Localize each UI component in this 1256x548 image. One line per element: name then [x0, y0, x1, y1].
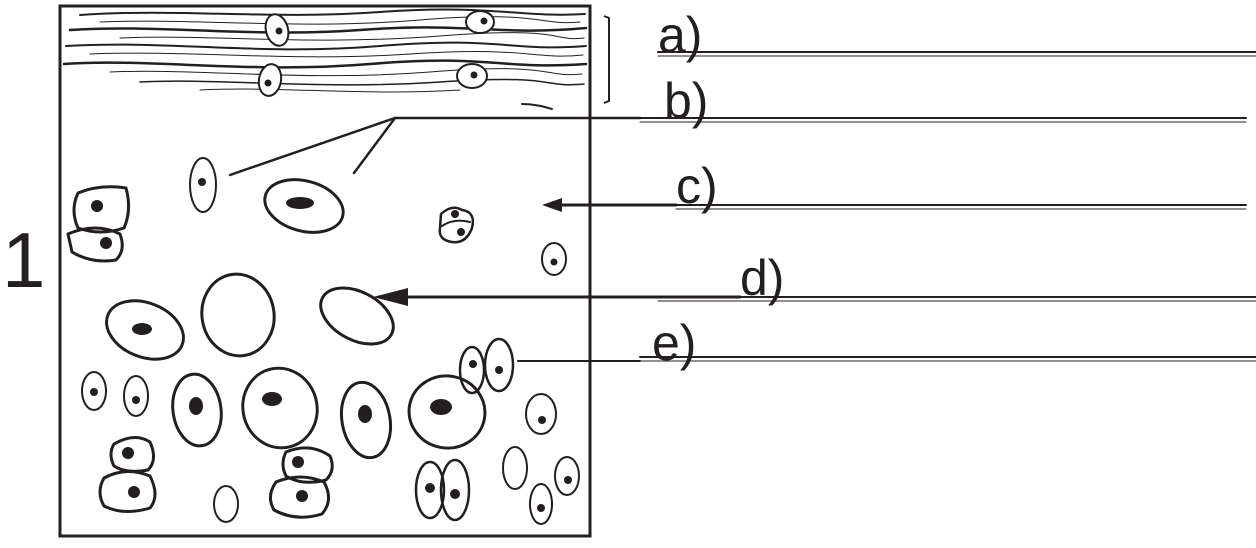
leader-lines	[228, 51, 1256, 362]
label-e: e)	[652, 315, 696, 371]
cartilage-cells	[66, 157, 580, 525]
figure-number: 1	[2, 216, 45, 304]
label-d: d)	[740, 250, 784, 306]
fibroblast-cells	[257, 10, 495, 97]
tissue-frame	[58, 4, 592, 538]
fibrous-layer	[62, 8, 588, 110]
pointer-b-1	[228, 116, 642, 177]
label-a: a)	[658, 7, 702, 63]
arrowhead-d	[373, 288, 408, 306]
arrowhead-c	[542, 198, 562, 212]
label-c: c)	[676, 158, 718, 214]
pointer-b-2	[352, 116, 397, 175]
bracket-a	[603, 15, 610, 104]
label-b: b)	[664, 73, 708, 129]
